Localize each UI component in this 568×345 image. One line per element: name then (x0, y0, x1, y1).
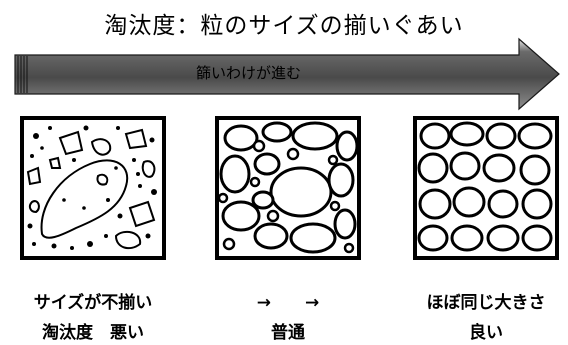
panel-poorly-sorted (20, 116, 166, 260)
panel-well-sorted (413, 116, 559, 260)
panel-moderately-sorted (215, 116, 361, 260)
panel3-caption-line1: ほぼ同じ大きさ (426, 293, 546, 313)
diagram-title: 淘汰度：粒のサイズの揃いぐあい (104, 13, 464, 39)
panel1-caption-line1: サイズが不揃い (33, 293, 153, 313)
panel3-caption-line2: 良い (469, 323, 503, 343)
progress-arrow (14, 37, 560, 111)
arrow-label: 篩いわけが進む (196, 64, 302, 82)
panel2-caption-line2: 普通 (271, 323, 305, 343)
panel1-caption-line2: 淘汰度 悪い (42, 323, 144, 343)
panel2-caption-line1: → → (256, 293, 320, 313)
